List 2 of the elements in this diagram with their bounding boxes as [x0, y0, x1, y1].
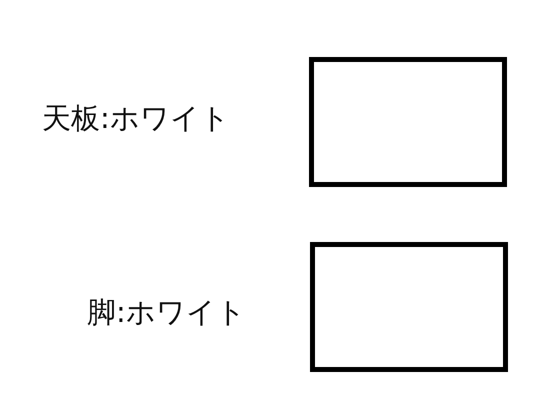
legend-label: 天板:ホワイト: [42, 101, 230, 135]
legend-label: 脚:ホワイト: [87, 295, 246, 329]
